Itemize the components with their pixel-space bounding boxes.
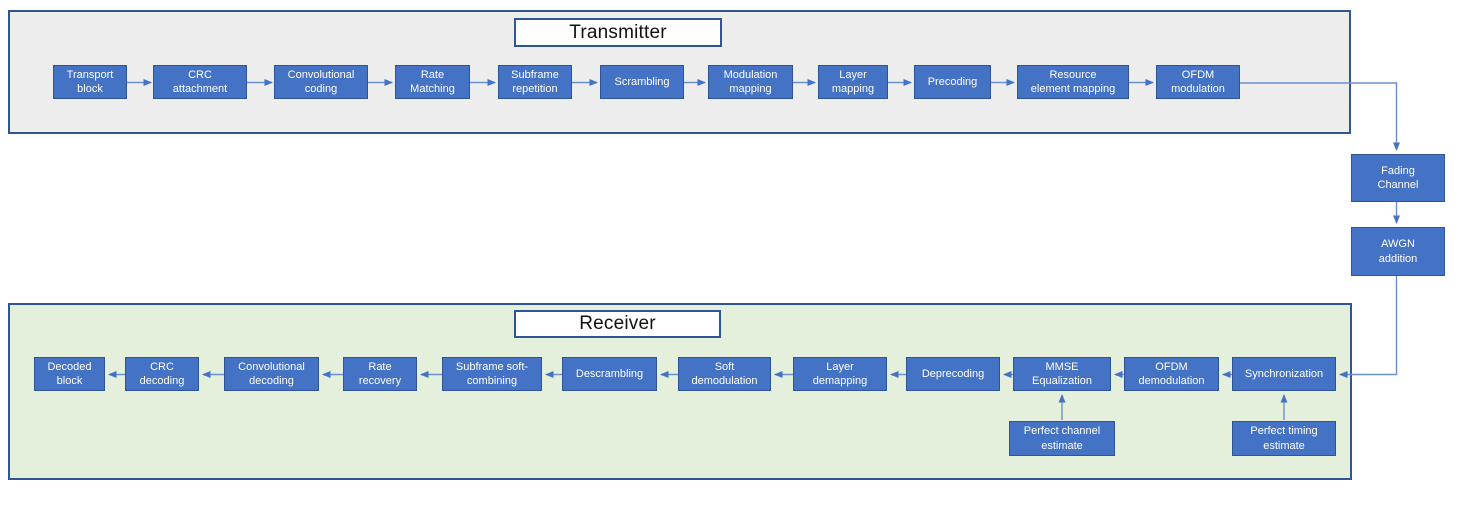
rx-convolutional-decoding: Convolutional decoding — [224, 357, 319, 391]
fading-channel-block: Fading Channel — [1351, 154, 1445, 202]
perfect-channel-estimate-block: Perfect channel estimate — [1009, 421, 1115, 456]
tx-rate-matching: Rate Matching — [395, 65, 470, 99]
awgn-addition-block: AWGN addition — [1351, 227, 1445, 276]
rx-decoded-block: Decoded block — [34, 357, 105, 391]
rx-descrambling: Descrambling — [562, 357, 657, 391]
tx-ofdm-modulation: OFDM modulation — [1156, 65, 1240, 99]
rx-deprecoding: Deprecoding — [906, 357, 1000, 391]
perfect-timing-estimate-block: Perfect timing estimate — [1232, 421, 1336, 456]
tx-crc-attachment: CRC attachment — [153, 65, 247, 99]
receiver-title: Receiver — [514, 310, 721, 338]
tx-convolutional-coding: Convolutional coding — [274, 65, 368, 99]
tx-resource-element-mapping: Resource element mapping — [1017, 65, 1129, 99]
rx-layer-demapping: Layer demapping — [793, 357, 887, 391]
rx-mmse-equalization: MMSE Equalization — [1013, 357, 1111, 391]
rx-crc-decoding: CRC decoding — [125, 357, 199, 391]
rx-rate-recovery: Rate recovery — [343, 357, 417, 391]
tx-subframe-repetition: Subframe repetition — [498, 65, 572, 99]
transmitter-title: Transmitter — [514, 18, 722, 47]
rx-synchronization: Synchronization — [1232, 357, 1336, 391]
rx-soft-demodulation: Soft demodulation — [678, 357, 771, 391]
tx-scrambling: Scrambling — [600, 65, 684, 99]
rx-ofdm-demodulation: OFDM demodulation — [1124, 357, 1219, 391]
tx-layer-mapping: Layer mapping — [818, 65, 888, 99]
tx-transport-block: Transport block — [53, 65, 127, 99]
rx-subframe-soft-combining: Subframe soft- combining — [442, 357, 542, 391]
tx-precoding: Precoding — [914, 65, 991, 99]
tx-modulation-mapping: Modulation mapping — [708, 65, 793, 99]
